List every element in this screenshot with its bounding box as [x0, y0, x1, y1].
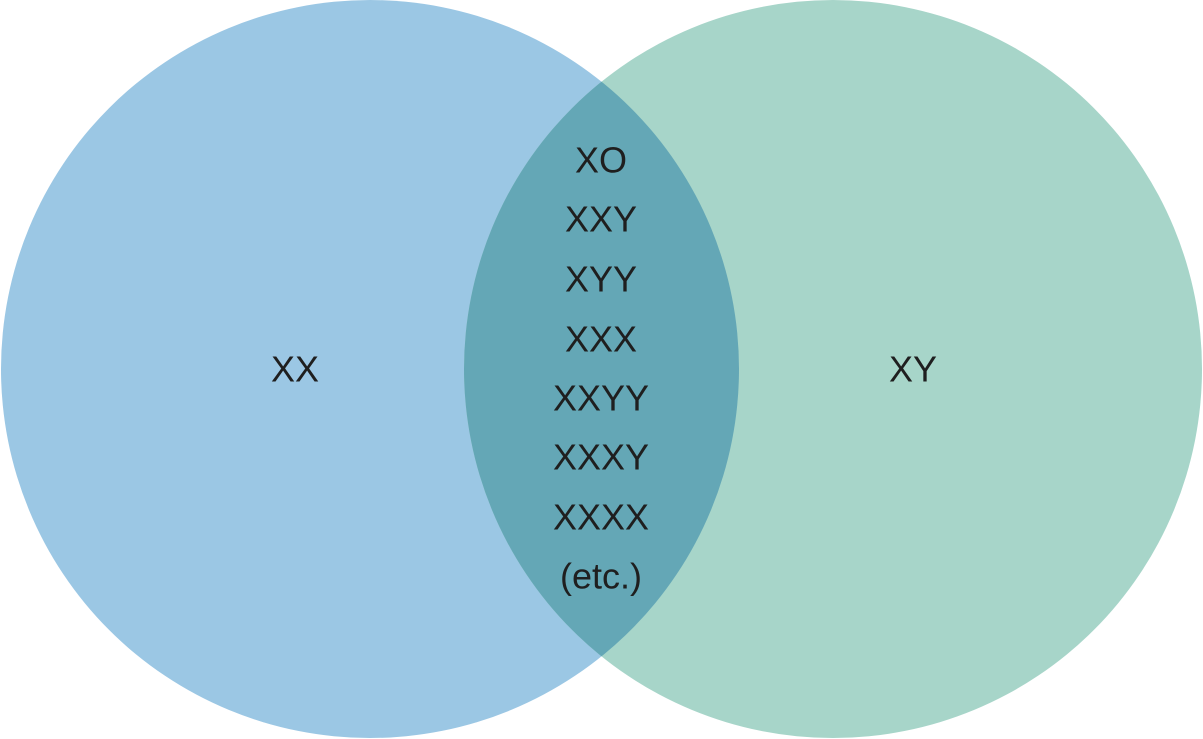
intersection-item: XYY: [565, 259, 637, 300]
intersection-item: XXY: [565, 199, 637, 240]
intersection-item: XXYY: [553, 378, 649, 419]
venn-label-xy: XY: [889, 349, 937, 390]
intersection-item: XXXY: [553, 437, 649, 478]
intersection-item: XO: [575, 140, 627, 181]
intersection-item: XXXX: [553, 497, 649, 538]
intersection-item: (etc.): [560, 556, 642, 597]
intersection-item-list: XO XXY XYY XXX XXYY XXXY XXXX (etc.): [553, 140, 649, 597]
venn-label-xx: XX: [271, 349, 319, 390]
venn-intersection: [464, 0, 739, 738]
intersection-item: XXX: [565, 319, 637, 360]
